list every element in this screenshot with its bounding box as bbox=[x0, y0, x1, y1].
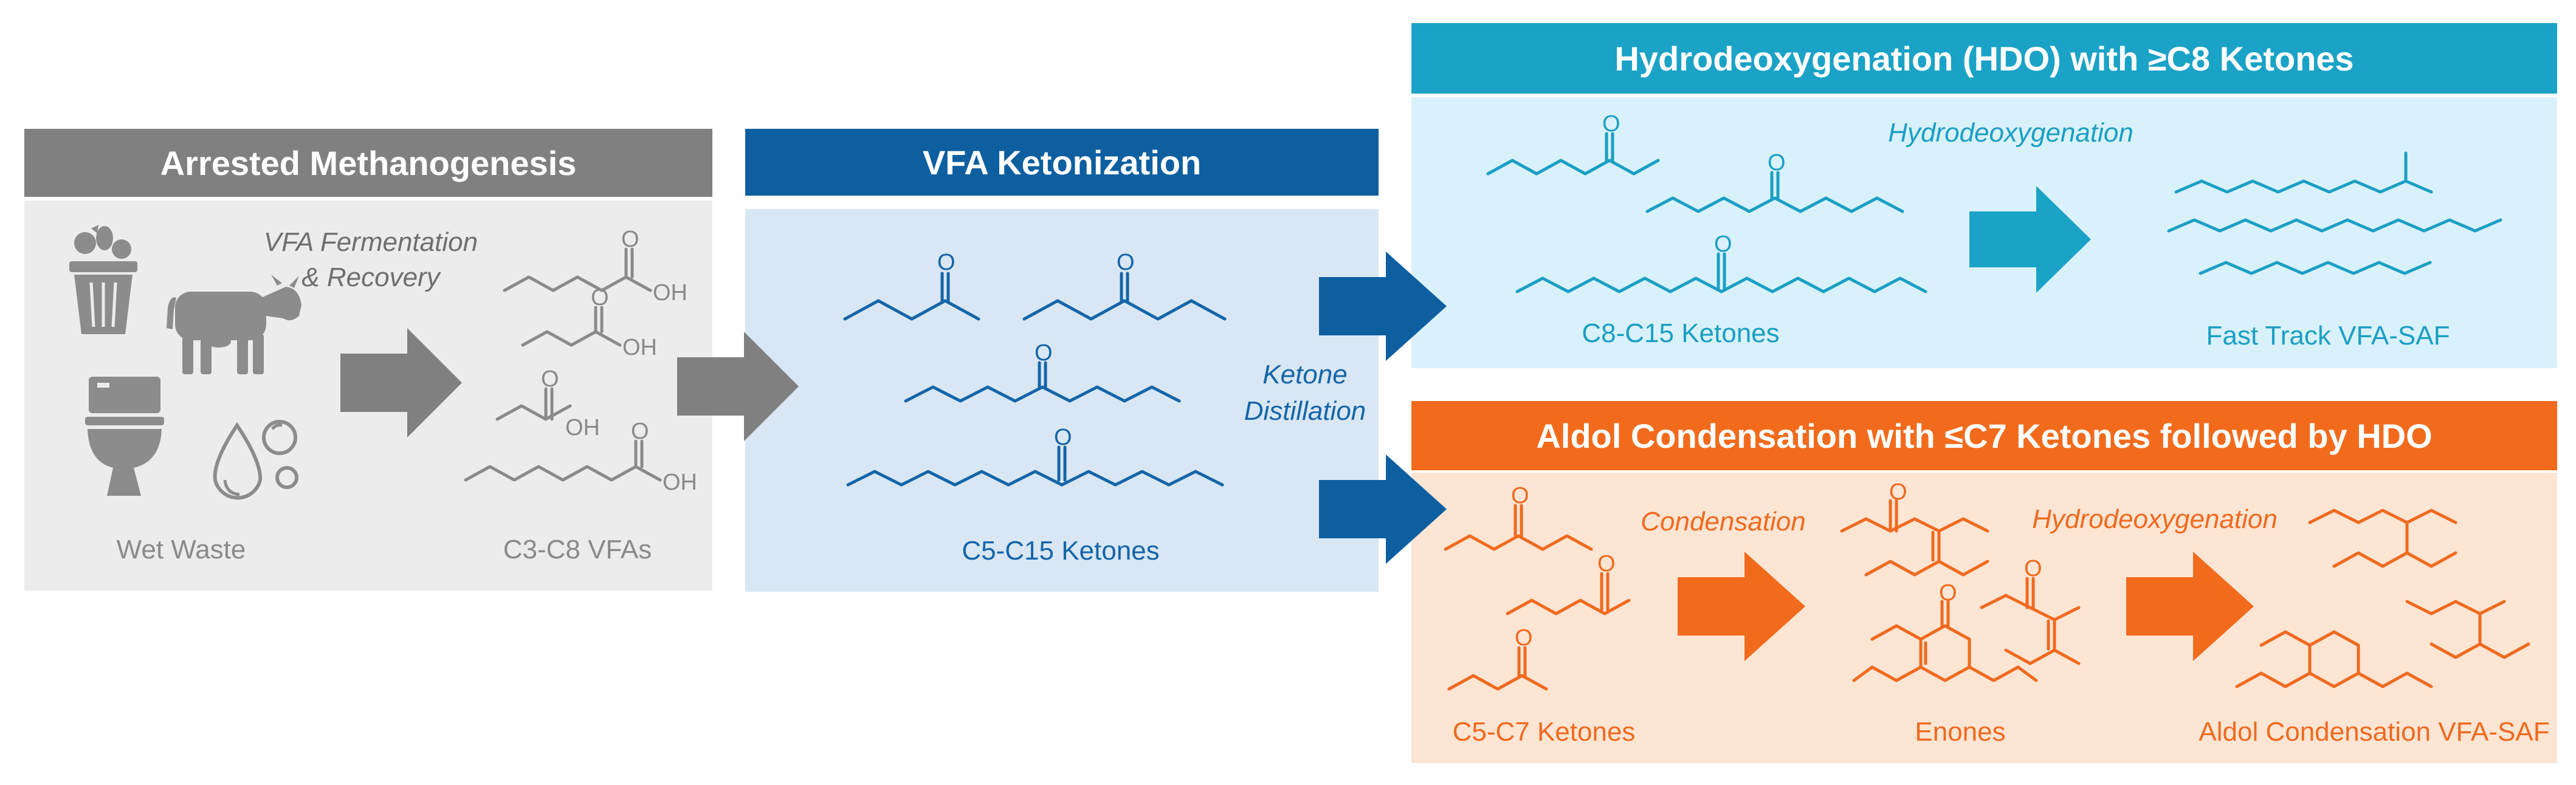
ketone-c15: O bbox=[1515, 231, 1927, 293]
enone-branched-2: O bbox=[1980, 556, 2081, 665]
water-drops-icon bbox=[213, 420, 298, 500]
oxygen-atom-label: O bbox=[541, 366, 559, 392]
aldol-ketone-c5: O bbox=[1447, 625, 1548, 691]
ketone-undecanone: O bbox=[904, 340, 1181, 403]
condensation-label: Condensation bbox=[1641, 507, 1806, 536]
oxygen-atom-label: O bbox=[1511, 483, 1529, 509]
aldol-ketone-c6: O bbox=[1506, 551, 1631, 615]
oxygen-atom-label: O bbox=[1597, 551, 1616, 577]
ketone-pentanone: O bbox=[843, 250, 980, 321]
fast-track-saf-label: Fast Track VFA-SAF bbox=[2206, 321, 2450, 351]
arrow-hdo bbox=[1969, 186, 2091, 293]
wet-waste-label: Wet Waste bbox=[116, 535, 246, 564]
vfa-ketonization-header: VFA Ketonization bbox=[745, 129, 1379, 196]
vfas-label: C3-C8 VFAs bbox=[503, 535, 652, 564]
vfa-octanoic-acid: O OH bbox=[464, 419, 697, 495]
saf-long-alkane bbox=[2167, 218, 2502, 233]
arrow-fermentation bbox=[340, 328, 462, 437]
hdo-header: Hydrodeoxygenation (HDO) with ≥C8 Ketone… bbox=[1411, 23, 2557, 94]
c8-c15-ketones-label: C8-C15 Ketones bbox=[1582, 318, 1780, 348]
oxygen-atom-label: O bbox=[1117, 250, 1135, 275]
oxygen-atom-label: O bbox=[1054, 425, 1072, 450]
aldol-saf-branched-2 bbox=[2405, 600, 2530, 659]
oxygen-atom-label: O bbox=[1714, 231, 1732, 257]
aldol-ketone-c7: O bbox=[1444, 483, 1593, 551]
ketonization-panel bbox=[745, 209, 1379, 592]
enone-branched-1: O bbox=[1840, 479, 1989, 577]
arrow-to-aldol bbox=[1319, 454, 1447, 564]
oxygen-atom-label: O bbox=[2024, 556, 2042, 581]
vfa-ketonization-title: VFA Ketonization bbox=[922, 143, 1202, 182]
c5-c15-ketones-label: C5-C15 Ketones bbox=[962, 536, 1160, 566]
ketone-distillation-line1: Ketone bbox=[1262, 360, 1348, 389]
vfa-propanoic-acid: O OH bbox=[495, 366, 600, 440]
arrow-to-ketonization bbox=[677, 332, 799, 441]
ketone-heptanone: O bbox=[1022, 250, 1227, 321]
toilet-icon bbox=[85, 377, 164, 496]
saf-branched-alkane bbox=[2174, 151, 2433, 194]
vfa-hexanoic-acid: O OH bbox=[503, 227, 687, 306]
aldol-saf-branched-1 bbox=[2308, 509, 2457, 568]
ketone-distillation-line2: Distillation bbox=[1244, 396, 1366, 426]
arrow-condensation bbox=[1678, 552, 1805, 661]
fermentation-label-line2: & Recovery bbox=[301, 262, 440, 292]
enones-label: Enones bbox=[1915, 717, 2006, 747]
hdo-process-label: Hydrodeoxygenation bbox=[1888, 118, 2133, 148]
arrested-methanogenesis-title: Arrested Methanogenesis bbox=[160, 143, 577, 182]
oxygen-atom-label: O bbox=[1939, 580, 1957, 606]
hdo-title: Hydrodeoxygenation (HDO) with ≥C8 Ketone… bbox=[1614, 39, 2354, 78]
aldol-header: Aldol Condensation with ≤C7 Ketones foll… bbox=[1411, 401, 2557, 470]
hydroxyl-label: OH bbox=[622, 335, 657, 360]
food-waste-bin-icon bbox=[69, 225, 137, 334]
oxygen-atom-label: O bbox=[1768, 150, 1786, 176]
oxygen-atom-label: O bbox=[1515, 625, 1533, 651]
c5-c7-ketones-label: C5-C7 Ketones bbox=[1452, 717, 1636, 747]
oxygen-atom-label: O bbox=[937, 250, 956, 275]
oxygen-atom-label: O bbox=[1602, 111, 1620, 137]
hydroxyl-label: OH bbox=[653, 280, 687, 306]
fermentation-label-line1: VFA Fermentation bbox=[263, 227, 478, 257]
ketone-c11: O bbox=[1645, 150, 1904, 213]
aldol-saf-cyclic bbox=[2235, 630, 2433, 688]
aldol-hdo-label: Hydrodeoxygenation bbox=[2032, 504, 2278, 534]
aldol-saf-label: Aldol Condensation VFA-SAF bbox=[2199, 717, 2550, 747]
oxygen-atom-label: O bbox=[631, 419, 649, 444]
oxygen-atom-label: O bbox=[621, 227, 639, 252]
hydroxyl-label: OH bbox=[663, 470, 697, 495]
hydroxyl-label: OH bbox=[565, 415, 600, 440]
oxygen-atom-label: O bbox=[1035, 340, 1053, 366]
oxygen-atom-label: O bbox=[1889, 479, 1907, 505]
cow-icon bbox=[167, 275, 301, 374]
arrow-aldol-hdo bbox=[2126, 552, 2254, 661]
saf-medium-alkane bbox=[2199, 261, 2432, 275]
vfa-butanoic-acid: O OH bbox=[521, 285, 657, 360]
aldol-panel bbox=[1411, 473, 2557, 763]
arrow-to-hdo bbox=[1319, 252, 1447, 361]
enone-cyclic: O bbox=[1852, 580, 2038, 682]
ketone-pentadecanone: O bbox=[846, 425, 1224, 487]
arrested-methanogenesis-header: Arrested Methanogenesis bbox=[24, 129, 712, 197]
aldol-title: Aldol Condensation with ≤C7 Ketones foll… bbox=[1536, 416, 2433, 455]
oxygen-atom-label: O bbox=[591, 285, 609, 310]
ketone-c8: O bbox=[1486, 111, 1660, 176]
